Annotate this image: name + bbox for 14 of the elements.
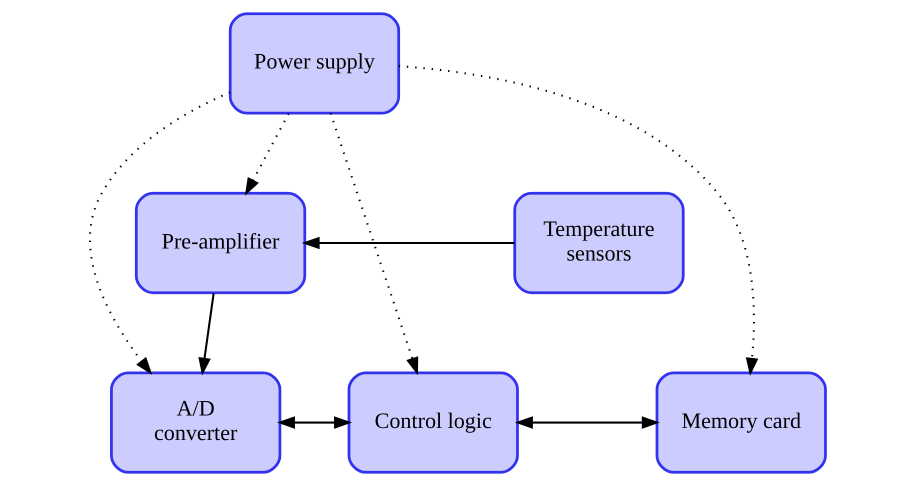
arrow [302,236,514,250]
arrow [244,113,290,196]
node-box: Control logic [348,371,519,474]
arrow [398,65,758,376]
arrow [514,416,660,429]
node-box: Temperature sensors [513,192,685,294]
node-box: Pre-amplifier [134,192,306,294]
arrow [276,416,352,429]
node-box: A/D converter [110,371,282,474]
arrow [330,112,418,376]
arrow [89,91,230,375]
node-box: Power supply [228,12,400,115]
node-box: Memory card [656,371,827,474]
arrow [198,293,215,376]
